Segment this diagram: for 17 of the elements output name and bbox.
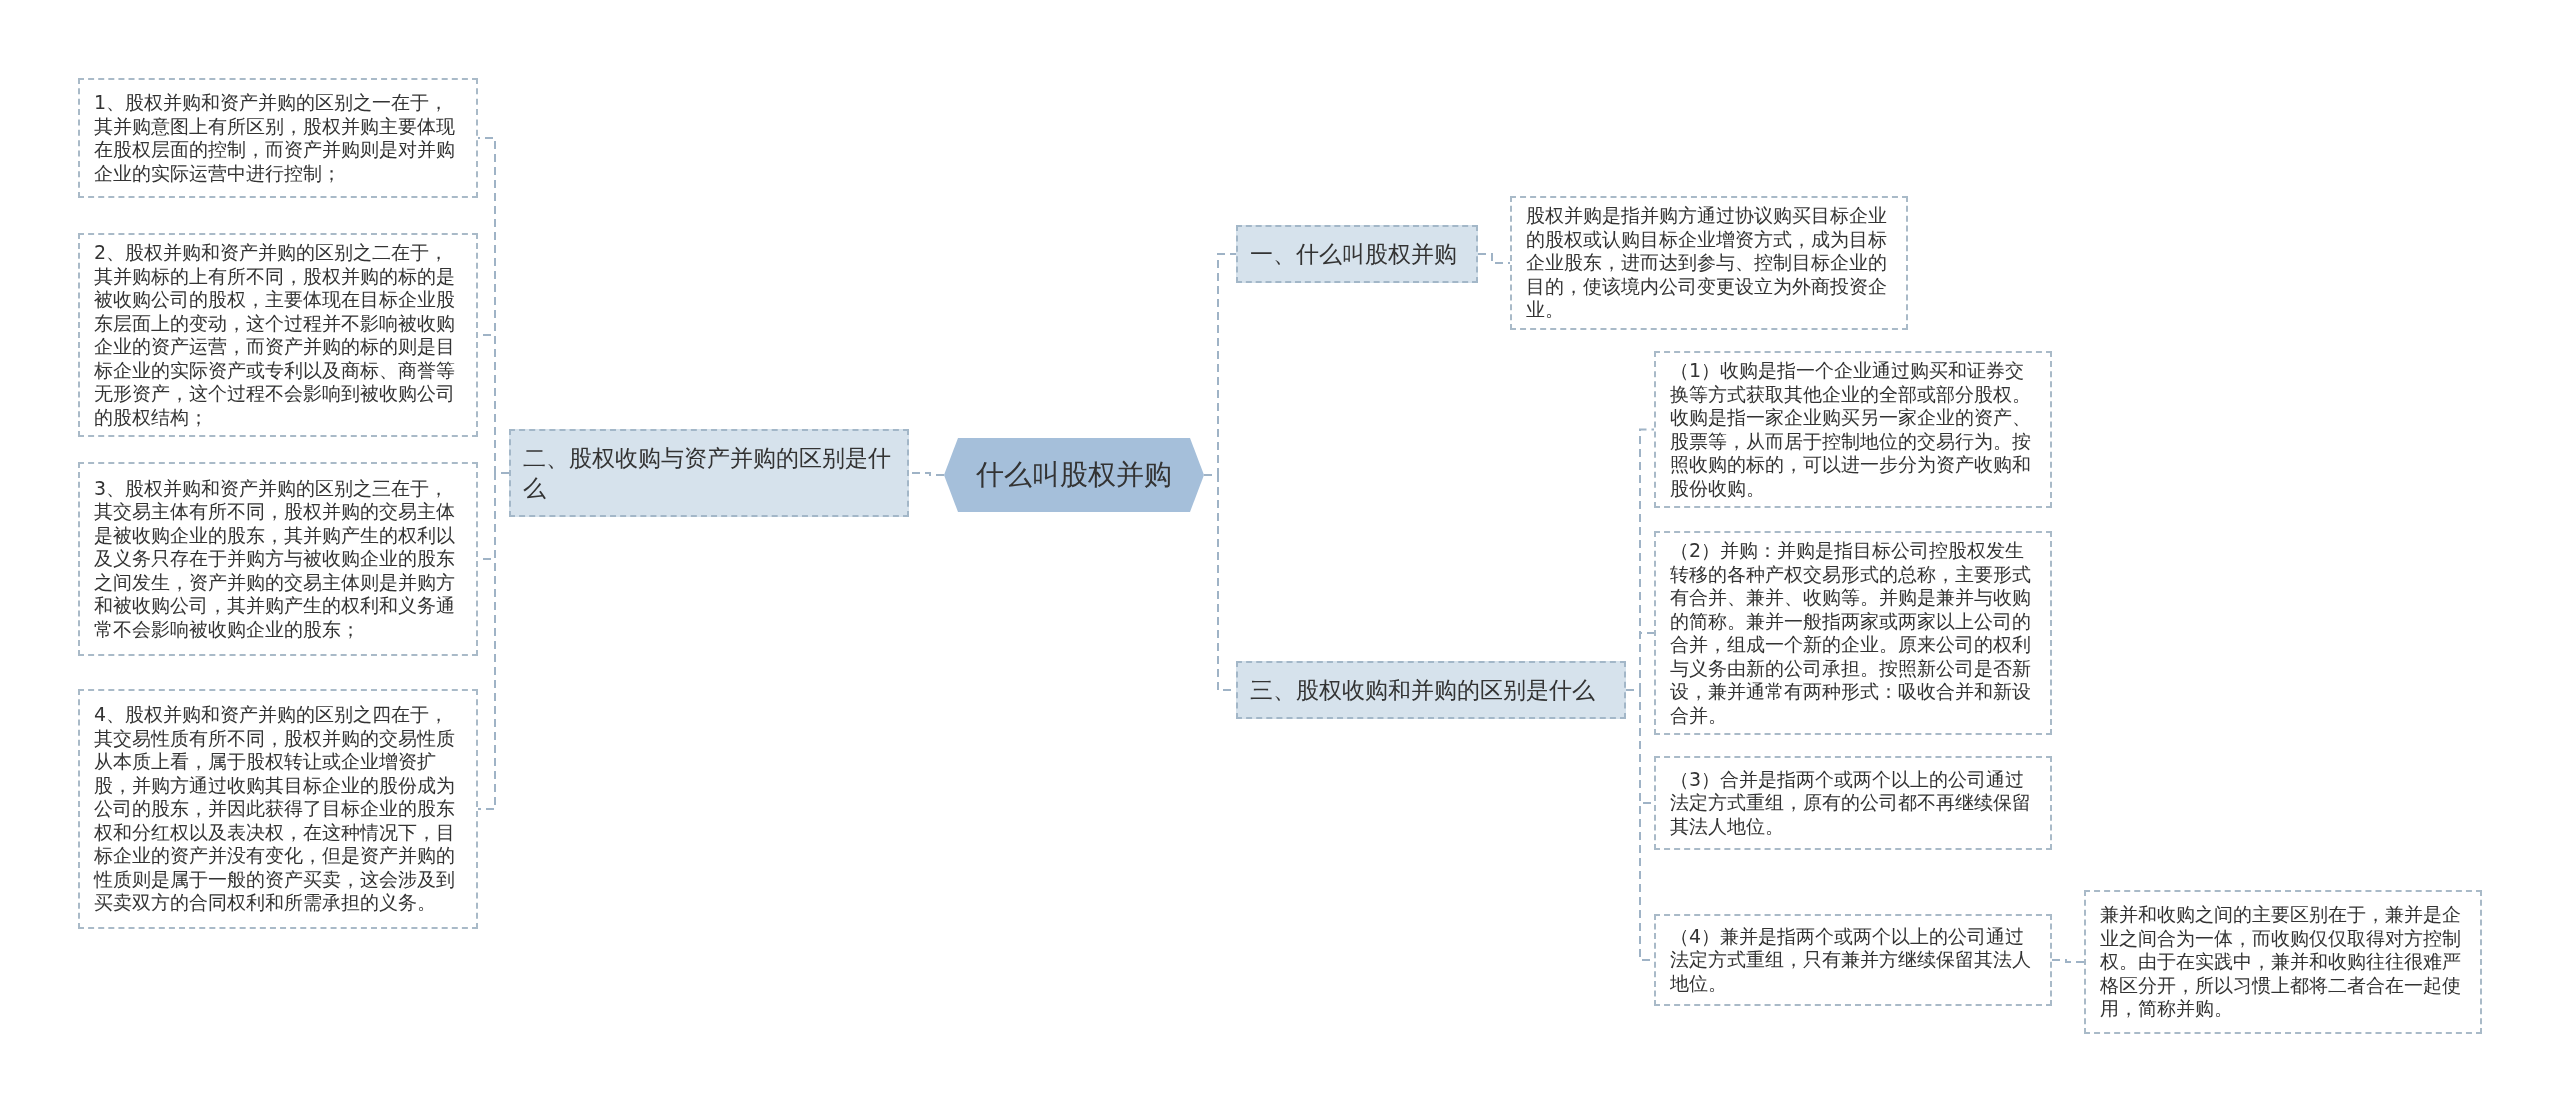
connector: [1477, 253, 1511, 264]
branch-box: 一、什么叫股权并购: [1236, 225, 1478, 283]
connector: [2051, 959, 2085, 963]
text-box: 1、股权并购和资产并购的区别之一在于，其并购意图上有所区别，股权并购主要体现在股权层面的控制，而资产并购则是对并购企业的实际运营中进行控制；: [78, 78, 478, 198]
text-box: （4）兼并是指两个或两个以上的公司通过法定方式重组，只有兼并方继续保留其法人地位。: [1654, 914, 2052, 1006]
branch-box: 三、股权收购和并购的区别是什么: [1236, 661, 1626, 719]
text-box: 股权并购是指并购方通过协议购买目标企业的股权或认购目标企业增资方式，成为目标企业股东，进而达到参与、控制目标企业的目的，使该境内公司变更设立为外商投资企业。: [1510, 196, 1908, 330]
connector: [477, 472, 510, 810]
text-box: 2、股权并购和资产并购的区别之二在于，其并购标的上有所不同，股权并购的标的是被收购公司的股权，主要体现在目标企业股东层面上的变动，这个过程并不影响被收购企业的资产运营，而资产并购的标的则是目标企业的实际资产或专利以及商标、商誉等无形资产，这个过程不会影响到被收购公司的股权结构；: [78, 233, 478, 437]
topic-node: 什么叫股权并购: [944, 438, 1204, 512]
text-box: （3）合并是指两个或两个以上的公司通过法定方式重组，原有的公司都不再继续保留其法人地位。: [1654, 756, 2052, 850]
text-box: 兼并和收购之间的主要区别在于，兼并是企业之间合为一体，而收购仅仅取得对方控制权。由于在实践中，兼并和收购往往很难严格区分开，所以习惯上都将二者合在一起使用，简称并购。: [2084, 890, 2482, 1034]
text-box: 3、股权并购和资产并购的区别之三在于，其交易主体有所不同，股权并购的交易主体是被收购企业的股东，其并购产生的权利以及义务只存在于并购方与被收购企业的股东之间发生，资产并购的交易主体则是并购方和被收购公司，其并购产生的权利和义务通常不会影响被收购企业的股东；: [78, 462, 478, 656]
text-box: （2）并购：并购是指目标公司控股权发生转移的各种产权交易形式的总称，主要形式有合并、兼并、收购等。并购是兼并与收购的简称。兼并一般指两家或两家以上公司的合并，组成一个新的企业。原来公司的权利与义务由新的公司承担。按照新公司是否新设，兼并通常有两种形式：吸收合并和新设合并。: [1654, 531, 2052, 735]
branch-box: 二、股权收购与资产并购的区别是什么: [509, 429, 909, 517]
text-box: 4、股权并购和资产并购的区别之四在于，其交易性质有所不同，股权并购的交易性质从本质上看，属于股权转让或企业增资扩股，并购方通过收购其目标企业的股份成为公司的股东，并因此获得了目标企业的股东权和分红权以及表决权，在这种情况下，目标企业的资产并没有变化，但是资产并购的性质则是属于一般的资产买卖，这会涉及到买卖双方的合同权利和所需承担的义务。: [78, 689, 478, 929]
text-box: （1）收购是指一个企业通过购买和证券交换等方式获取其他企业的全部或部分股权。收购是指一家企业购买另一家企业的资产、股票等，从而居于控制地位的交易行为。按照收购的标的，可以进一步分为资产收购和股份收购。: [1654, 351, 2052, 508]
